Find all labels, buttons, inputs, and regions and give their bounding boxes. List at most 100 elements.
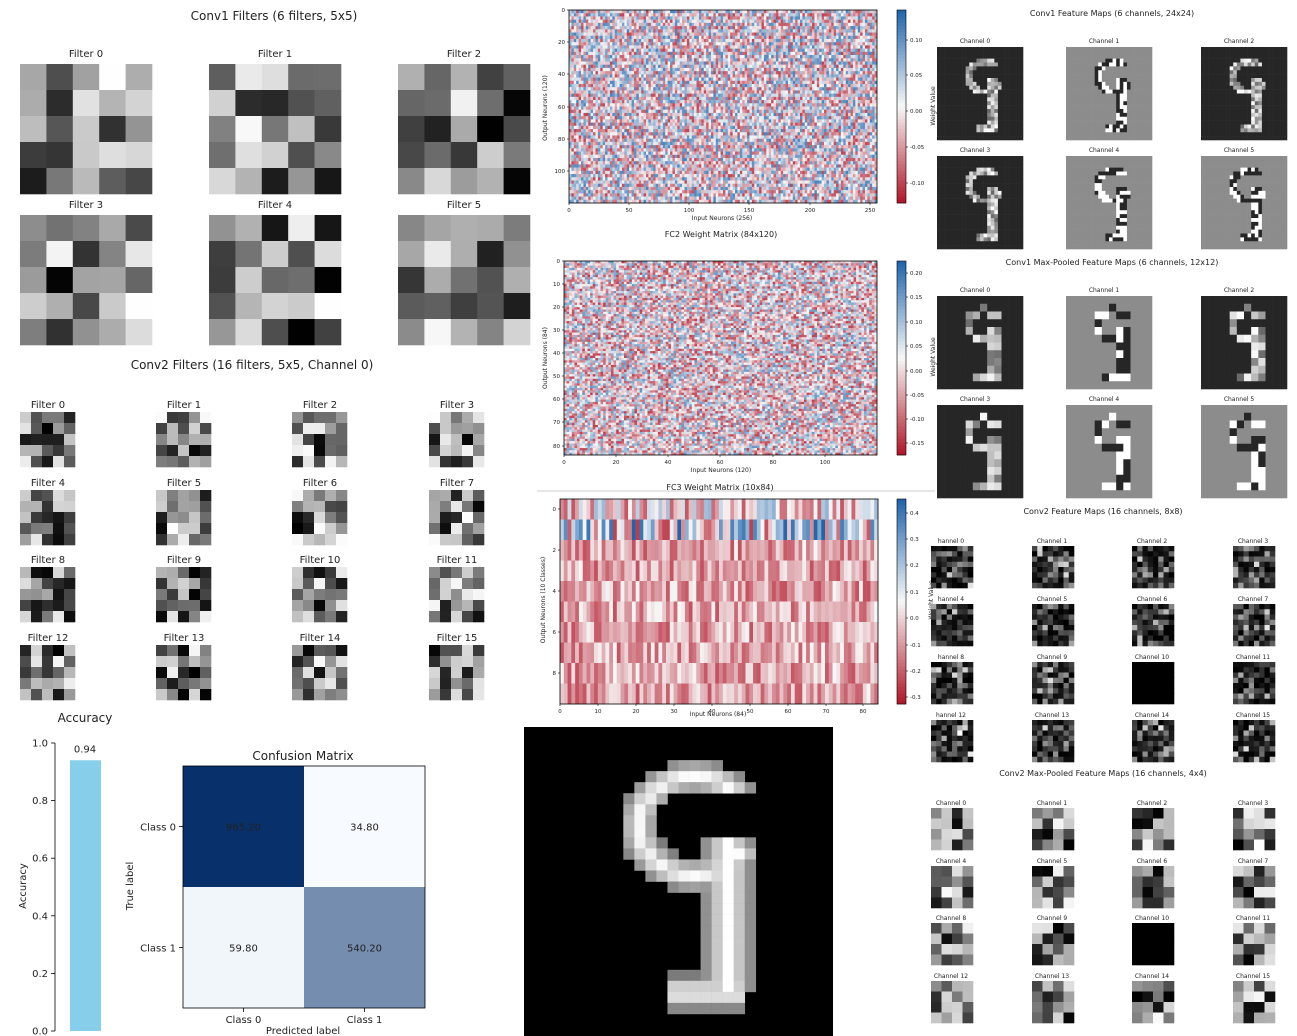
- weight-cell: [603, 16, 606, 19]
- weight-cell: [713, 16, 716, 19]
- weight-cell: [841, 36, 844, 39]
- conv2-filter-pixel: [42, 534, 53, 545]
- weight-cell: [639, 42, 642, 45]
- weight-cell: [824, 49, 827, 52]
- conv1-filter-pixel: [424, 267, 451, 293]
- weight-cell: [620, 29, 623, 32]
- weight-cell: [639, 23, 642, 26]
- weight-cell: [704, 36, 707, 39]
- weight-cell: [632, 39, 635, 42]
- weight-cell: [730, 13, 733, 16]
- weight-cell: [571, 26, 574, 29]
- weight-cell: [790, 49, 793, 52]
- weight-cell: [795, 20, 798, 23]
- weight-cell: [814, 39, 817, 42]
- weight-cell: [752, 55, 755, 58]
- conv2-filter-pixel: [178, 412, 189, 423]
- weight-cell: [641, 58, 644, 61]
- weight-cell: [737, 33, 740, 36]
- weight-cell: [656, 16, 659, 19]
- weight-cell: [617, 55, 620, 58]
- weight-cell: [591, 20, 594, 23]
- conv1-filter-pixel: [424, 168, 451, 194]
- weight-cell: [704, 20, 707, 23]
- weight-cell: [576, 55, 579, 58]
- conv2-filter-pixel: [440, 523, 451, 534]
- weight-cell: [605, 42, 608, 45]
- weight-cell: [737, 39, 740, 42]
- conv1-filter-pixel: [398, 241, 425, 267]
- weight-cell: [737, 52, 740, 55]
- weight-cell: [824, 45, 827, 48]
- conv2-filter-pixel: [303, 434, 314, 445]
- conv2-filter-pixel: [473, 645, 484, 656]
- weight-cell: [759, 23, 762, 26]
- conv1-filter-pixel: [398, 319, 425, 345]
- weight-cell: [764, 20, 767, 23]
- conv1-filter-pixel: [99, 241, 126, 267]
- weight-cell: [665, 10, 668, 13]
- weight-cell: [747, 55, 750, 58]
- weight-cell: [788, 23, 791, 26]
- weight-cell: [737, 55, 740, 58]
- weight-cell: [682, 26, 685, 29]
- weight-cell: [752, 20, 755, 23]
- conv1-filter-label: Filter 0: [69, 49, 103, 60]
- weight-cell: [600, 39, 603, 42]
- weight-cell: [851, 10, 854, 13]
- weight-cell: [706, 45, 709, 48]
- weight-cell: [598, 29, 601, 32]
- conv1-filter-pixel: [46, 116, 73, 142]
- conv2-filter-pixel: [178, 600, 189, 611]
- weight-cell: [689, 36, 692, 39]
- weight-cell: [819, 49, 822, 52]
- weight-cell: [771, 33, 774, 36]
- weight-cell: [721, 29, 724, 32]
- weight-cell: [858, 42, 861, 45]
- weight-cell: [641, 55, 644, 58]
- weight-cell: [672, 23, 675, 26]
- weight-cell: [665, 42, 668, 45]
- weight-cell: [788, 49, 791, 52]
- weight-cell: [737, 29, 740, 32]
- weight-cell: [595, 36, 598, 39]
- weight-cell: [636, 29, 639, 32]
- weight-cell: [612, 42, 615, 45]
- weight-cell: [687, 55, 690, 58]
- conv2-filter-pixel: [325, 611, 336, 622]
- conv1-filter-pixel: [262, 293, 289, 319]
- weight-cell: [783, 23, 786, 26]
- weight-cell: [798, 29, 801, 32]
- weight-cell: [754, 26, 757, 29]
- conv1-filter-pixel: [262, 168, 289, 194]
- weight-cell: [819, 23, 822, 26]
- weight-cell: [718, 42, 721, 45]
- conv2-filter-pixel: [53, 456, 64, 467]
- weight-cell: [701, 29, 704, 32]
- weight-cell: [762, 58, 765, 61]
- weight-cell: [663, 58, 666, 61]
- weight-cell: [636, 16, 639, 19]
- conv2-filter-pixel: [53, 501, 64, 512]
- conv2-filter-pixel: [53, 445, 64, 456]
- weight-cell: [757, 45, 760, 48]
- weight-cell: [769, 29, 772, 32]
- weight-cell: [675, 13, 678, 16]
- weight-cell: [839, 39, 842, 42]
- conv2-filter-pixel: [64, 523, 75, 534]
- weight-cell: [709, 58, 712, 61]
- conv1-filter-pixel: [288, 241, 315, 267]
- conv1-filter-pixel: [235, 267, 262, 293]
- weight-cell: [771, 42, 774, 45]
- weight-cell: [687, 52, 690, 55]
- weight-cell: [757, 20, 760, 23]
- weight-cell: [598, 36, 601, 39]
- weight-cell: [774, 13, 777, 16]
- conv2-filter-pixel: [462, 689, 473, 700]
- weight-cell: [783, 36, 786, 39]
- weight-cell: [725, 58, 728, 61]
- weight-cell: [713, 58, 716, 61]
- weight-cell: [851, 42, 854, 45]
- weight-cell: [867, 55, 870, 58]
- conv2-filter-pixel: [473, 667, 484, 678]
